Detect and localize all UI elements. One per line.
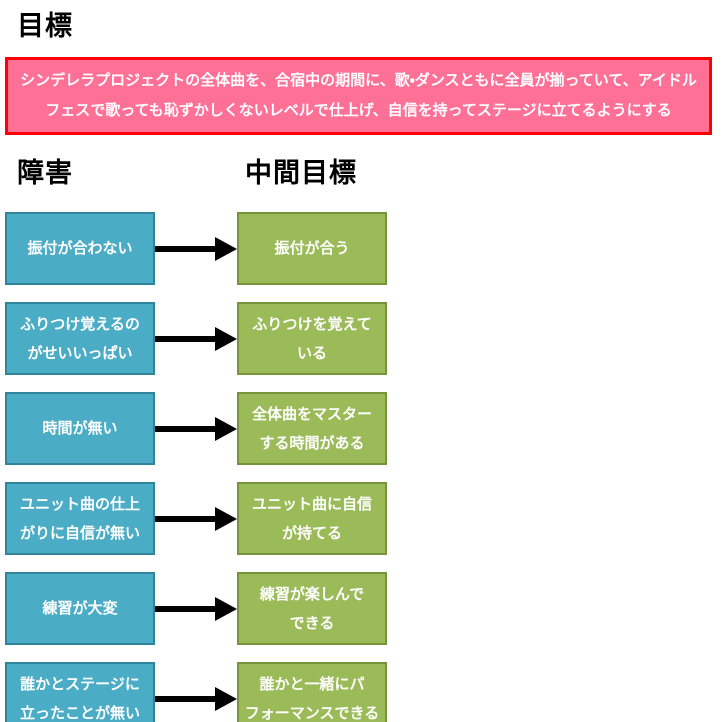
main-goal-text: シンデレラプロジェクトの全体曲を、合宿中の期間に、歌・ダンスともに全員が揃ってい… bbox=[20, 72, 697, 119]
arrow-right-icon bbox=[155, 324, 237, 354]
arrow-right-icon bbox=[155, 414, 237, 444]
intermediate-goal-box: ふりつけを覚えて いる bbox=[237, 302, 387, 375]
intermediate-goal-column-header: 中間目標 bbox=[245, 158, 357, 188]
arrow-right-icon bbox=[155, 234, 237, 264]
obstacle-box: 練習が大変 bbox=[5, 572, 155, 645]
arrow-right-icon bbox=[155, 504, 237, 534]
intermediate-goal-box: 誰かと一緒にパ フォーマンスできる bbox=[237, 662, 387, 722]
intermediate-goal-box: ユニット曲に自信 が持てる bbox=[237, 482, 387, 555]
mapping-row: 誰かとステージに 立ったことが無い 誰かと一緒にパ フォーマンスできる bbox=[5, 662, 725, 722]
obstacle-box: 誰かとステージに 立ったことが無い bbox=[5, 662, 155, 722]
mapping-row: 振付が合わない 振付が合う bbox=[5, 212, 725, 285]
intermediate-goal-box: 練習が楽しんで できる bbox=[237, 572, 387, 645]
obstacle-box: 時間が無い bbox=[5, 392, 155, 465]
mapping-rows: 振付が合わない 振付が合う ふりつけ覚えるの がせいいっぱい ふりつけを覚えて … bbox=[5, 212, 725, 722]
main-goal-box: シンデレラプロジェクトの全体曲を、合宿中の期間に、歌・ダンスともに全員が揃ってい… bbox=[5, 57, 712, 135]
column-headers: 障害 中間目標 bbox=[17, 151, 725, 190]
obstacle-box: 振付が合わない bbox=[5, 212, 155, 285]
obstacle-column-header: 障害 bbox=[17, 158, 73, 188]
obstacle-box: ユニット曲の仕上 がりに自信が無い bbox=[5, 482, 155, 555]
mapping-row: 時間が無い 全体曲をマスター する時間がある bbox=[5, 392, 725, 465]
arrow-right-icon bbox=[155, 684, 237, 714]
mapping-row: 練習が大変 練習が楽しんで できる bbox=[5, 572, 725, 645]
mapping-row: ユニット曲の仕上 がりに自信が無い ユニット曲に自信 が持てる bbox=[5, 482, 725, 555]
mapping-row: ふりつけ覚えるの がせいいっぱい ふりつけを覚えて いる bbox=[5, 302, 725, 375]
intermediate-goal-box: 振付が合う bbox=[237, 212, 387, 285]
page-title: 目標 bbox=[17, 11, 73, 41]
intermediate-goal-box: 全体曲をマスター する時間がある bbox=[237, 392, 387, 465]
obstacle-box: ふりつけ覚えるの がせいいっぱい bbox=[5, 302, 155, 375]
arrow-right-icon bbox=[155, 594, 237, 624]
